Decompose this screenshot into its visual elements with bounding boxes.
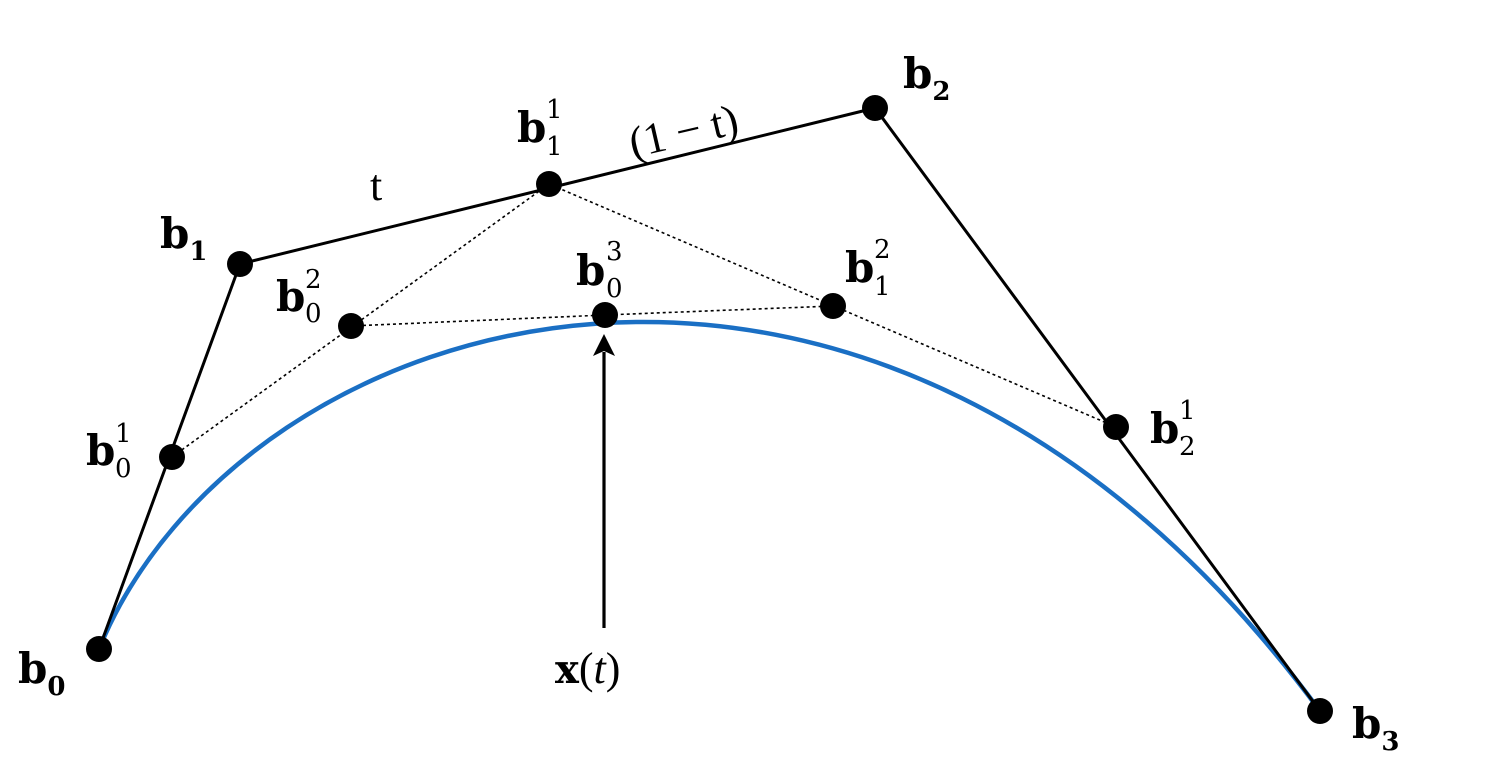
point-b12	[820, 293, 846, 319]
label-b12: b 2 1	[845, 235, 891, 302]
svg-text:b: b	[1150, 404, 1179, 453]
svg-text:0: 0	[115, 454, 132, 484]
label-b02: b 2 0	[276, 265, 322, 329]
svg-text:1: 1	[546, 95, 563, 125]
point-b11	[536, 171, 562, 197]
label-b1: b1	[160, 209, 207, 267]
svg-text:b: b	[576, 246, 605, 295]
segment-label-one-minus-t: (1 − t)	[624, 95, 743, 168]
point-b21	[1103, 414, 1129, 440]
svg-text:b: b	[276, 272, 305, 321]
svg-text:b: b	[517, 103, 546, 152]
label-b21: b 1 2	[1150, 396, 1196, 462]
svg-text:1: 1	[874, 272, 891, 302]
label-b0: b0	[18, 644, 65, 702]
svg-text:b: b	[845, 243, 874, 292]
svg-text:3: 3	[606, 237, 623, 267]
point-b0	[86, 636, 112, 662]
point-b2	[862, 95, 888, 121]
label-b01: b 1 0	[86, 419, 132, 484]
bezier-curve	[96, 319, 1323, 714]
segment-label-t: t	[370, 161, 382, 210]
arrow-head-icon	[593, 334, 615, 356]
point-b3	[1307, 698, 1333, 724]
svg-text:2: 2	[305, 265, 322, 295]
svg-text:2: 2	[1179, 432, 1196, 462]
svg-text:1: 1	[1179, 396, 1196, 426]
svg-text:2: 2	[874, 235, 891, 265]
label-b11: b 1 1	[517, 95, 563, 162]
point-b03	[592, 302, 618, 328]
svg-text:1: 1	[546, 132, 563, 162]
label-b3: b3	[1352, 699, 1399, 757]
point-b01	[159, 444, 185, 470]
svg-text:0: 0	[305, 299, 322, 329]
label-b03: b 3 0	[576, 237, 623, 304]
label-b2: b2	[903, 49, 950, 107]
construction-line-level1	[171, 183, 1117, 458]
point-b1	[227, 251, 253, 277]
control-polygon	[97, 106, 1322, 712]
svg-text:0: 0	[606, 274, 623, 304]
curve-point-label: x(t)	[555, 644, 620, 693]
svg-text:b: b	[86, 426, 115, 475]
svg-text:1: 1	[115, 419, 132, 449]
point-b02	[338, 313, 364, 339]
